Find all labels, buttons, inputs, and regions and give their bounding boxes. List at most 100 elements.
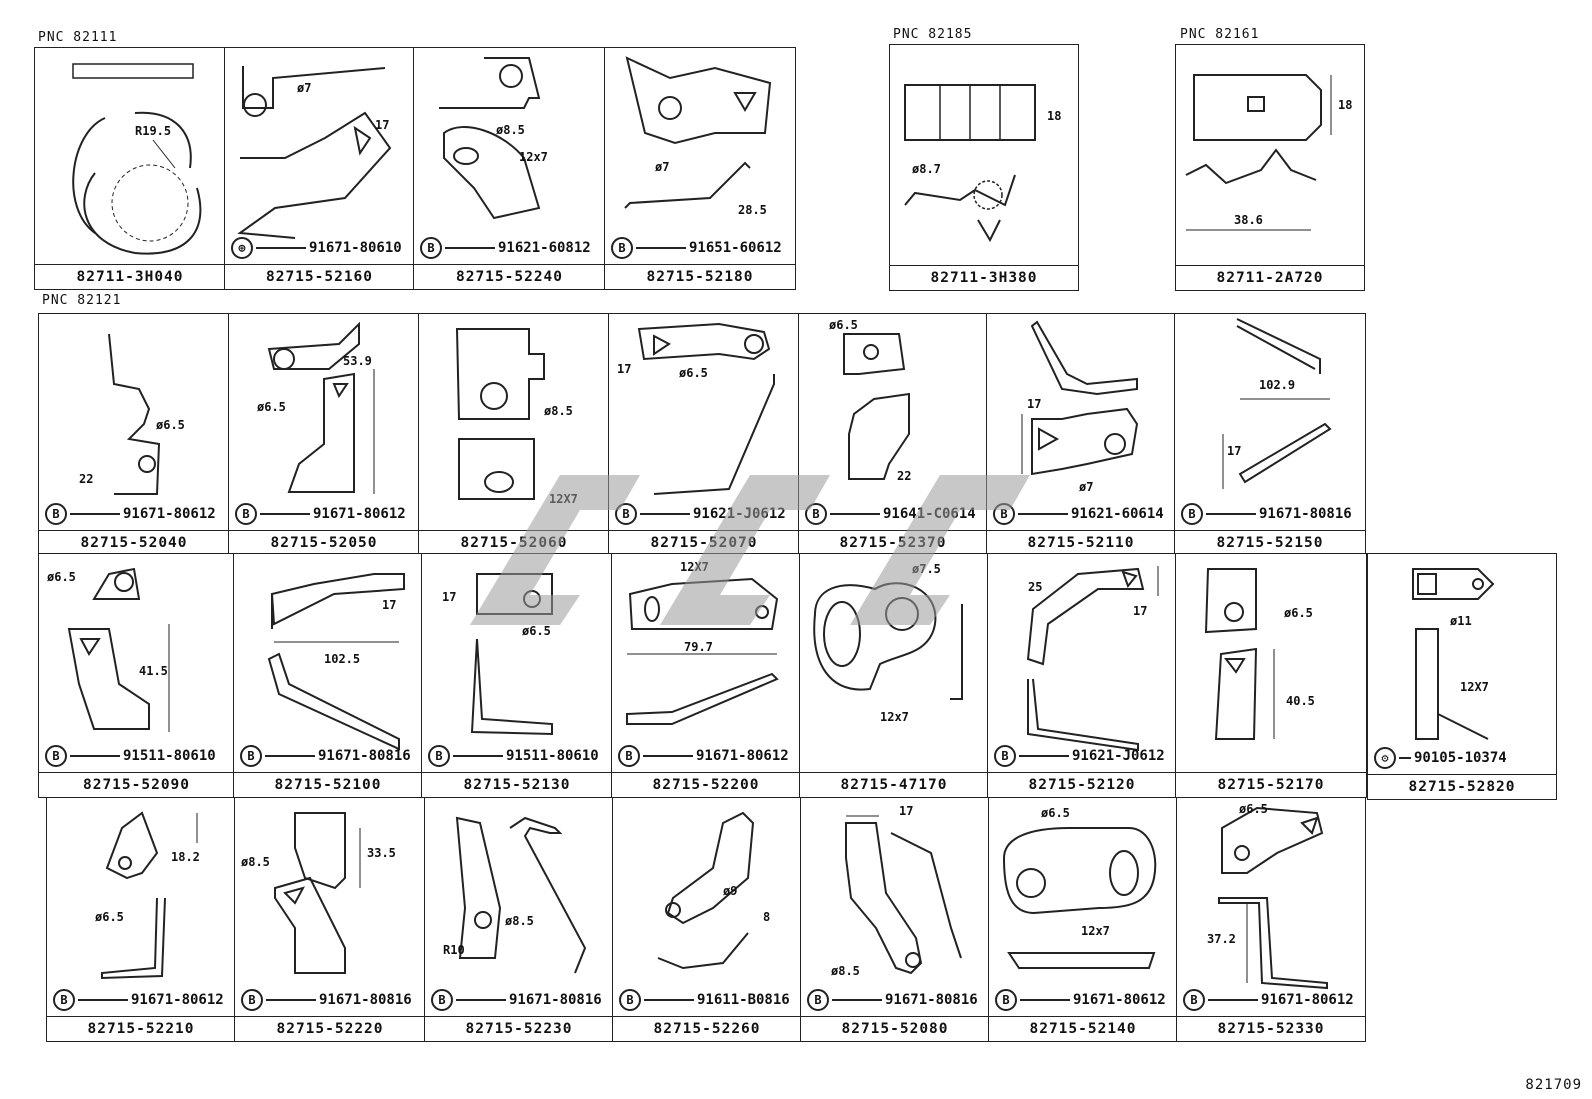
dimension-label: ø8.5 — [496, 123, 525, 137]
dimension-label: 41.5 — [139, 664, 168, 678]
part-drawing — [470, 573, 553, 736]
part-number: 82715-52130 — [422, 772, 612, 797]
part-drawing — [1218, 806, 1328, 990]
part-drawing — [845, 815, 962, 975]
part-number: 82715-52210 — [47, 1016, 235, 1041]
diagram-code: 821709 — [1525, 1077, 1582, 1093]
part-number: 82711-2A720 — [1176, 265, 1364, 290]
dimension-label: ø6.5 — [47, 570, 76, 584]
part-drawing — [455, 816, 587, 974]
part-drawing — [657, 811, 755, 970]
bolt-callout: B 91671-80612 — [235, 503, 406, 525]
part-number: 82715-52200 — [612, 772, 800, 797]
part-cell[interactable]: ø11 12X7 ⚙90105-10374 82715-52820 — [1367, 553, 1557, 800]
bolt-callout: B 91671-80816 — [240, 745, 411, 767]
dimension-label: 22 — [897, 469, 912, 483]
part-number: 82715-52260 — [613, 1016, 801, 1041]
bolt-icon: B — [428, 745, 450, 767]
dimension-label: ø6.5 — [1239, 802, 1268, 816]
bolt-icon: B — [235, 503, 257, 525]
dimension-label: ø8.5 — [241, 855, 270, 869]
part-cell[interactable]: R19.5 82711-3H040 — [34, 47, 226, 290]
dimension-label: 53.9 — [343, 354, 372, 368]
bolt-icon: B — [611, 237, 633, 259]
bolt-part-number: 91621-60614 — [1071, 506, 1164, 522]
part-cell[interactable]: ø7.5 12x7 82715-47170 — [799, 553, 989, 798]
part-drawing — [1222, 318, 1332, 489]
part-number: 82715-52160 — [225, 264, 414, 289]
dimension-label: 17 — [442, 590, 457, 604]
bolt-icon: B — [431, 989, 453, 1011]
part-cell[interactable]: ø6.5 40.5 82715-52170 — [1175, 553, 1367, 798]
part-number: 82715-52180 — [605, 264, 795, 289]
bolt-icon: B — [53, 989, 75, 1011]
bolt-part-number: 91671-80816 — [318, 748, 411, 764]
dimension-label: 17 — [375, 118, 390, 132]
part-number: 82715-52050 — [229, 530, 419, 555]
bolt-callout: B 91651-60612 — [611, 237, 782, 259]
pnc-label-82161: PNC 82161 — [1180, 27, 1260, 42]
part-cell[interactable]: ø7 17 ⊕91671-80610 82715-52160 — [224, 47, 415, 290]
bolt-part-number: 91621-60812 — [498, 240, 591, 256]
dimension-label: 12x7 — [1081, 924, 1110, 938]
bolt-callout: ⚙90105-10374 — [1374, 747, 1507, 769]
dimension-label: ø7 — [1079, 480, 1094, 494]
pnc-label-82121: PNC 82121 — [42, 293, 122, 308]
part-cell[interactable]: ø8.7 18 82711-3H380 — [889, 44, 1079, 291]
dimension-label: 17 — [617, 362, 632, 376]
part-number: 82715-52100 — [234, 772, 422, 797]
bolt-icon: B — [1183, 989, 1205, 1011]
bolt-part-number: 91651-60612 — [689, 240, 782, 256]
dimension-label: 37.2 — [1207, 932, 1236, 946]
part-drawing — [626, 577, 779, 725]
dimension-label: 22 — [79, 472, 94, 486]
part-number: 82715-52820 — [1368, 774, 1556, 799]
bolt-icon: B — [240, 745, 262, 767]
bolt-part-number: 91671-80816 — [885, 992, 978, 1008]
dimension-label: ø7 — [297, 81, 312, 95]
part-number: 82715-52140 — [989, 1016, 1177, 1041]
bolt-part-number: 91641-C0614 — [883, 506, 976, 522]
part-number: 82715-52370 — [799, 530, 987, 555]
bolt-part-number: 91671-80612 — [1261, 992, 1354, 1008]
bolt-icon: B — [241, 989, 263, 1011]
dimension-label: 18 — [1338, 98, 1353, 112]
bolt-icon: B — [807, 989, 829, 1011]
bolt-callout: ⊕91671-80610 — [231, 237, 402, 259]
part-drawing — [267, 321, 375, 494]
bolt-icon: B — [45, 503, 67, 525]
part-number: 82711-3H380 — [890, 265, 1078, 290]
part-cell[interactable]: 18 38.6 82711-2A720 — [1175, 44, 1365, 291]
bolt-part-number: 91671-80612 — [313, 506, 406, 522]
bolt-part-number: 91671-80610 — [309, 240, 402, 256]
part-drawing — [1412, 568, 1495, 740]
part-drawing — [1185, 74, 1332, 231]
part-cell[interactable]: ø8.5 12X7 82715-52060 — [418, 313, 610, 556]
dimension-label: R19.5 — [135, 124, 172, 138]
